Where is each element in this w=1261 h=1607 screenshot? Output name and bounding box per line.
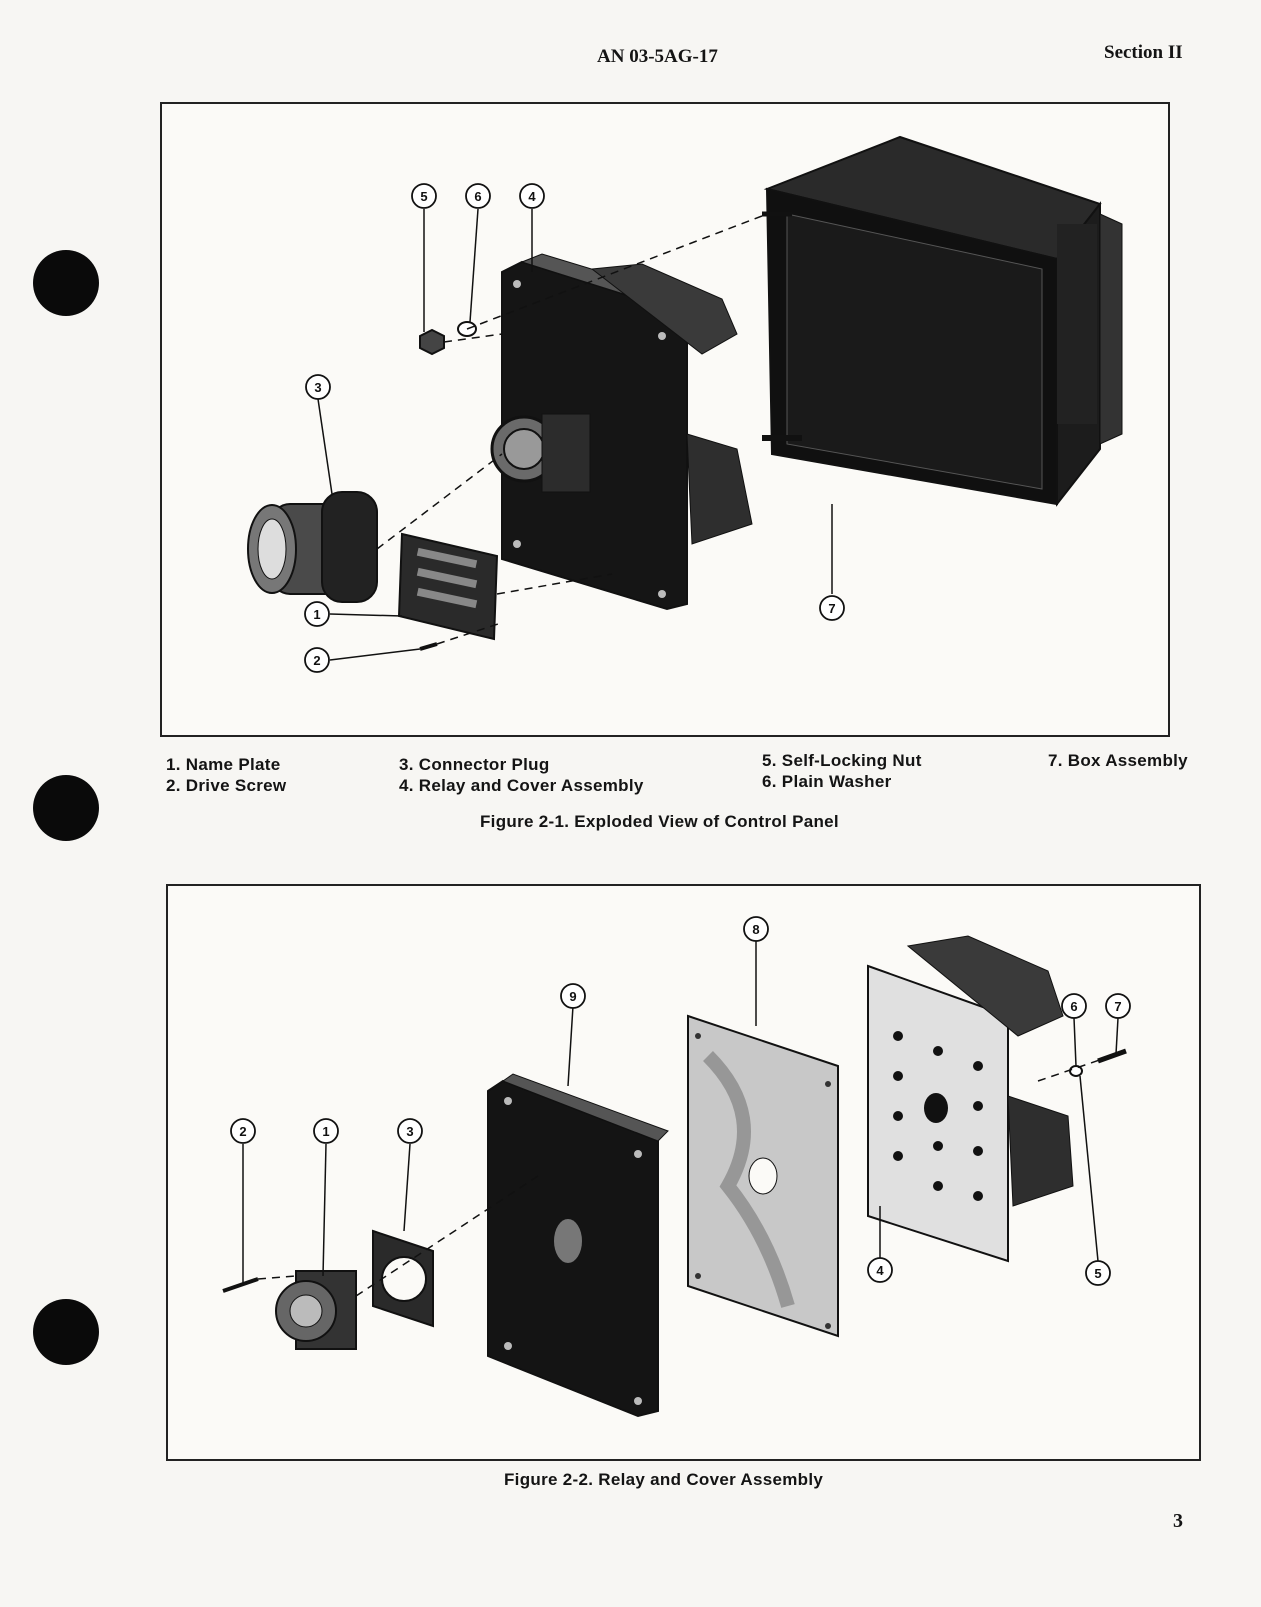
legend-item-7: 7. Box Assembly	[1048, 751, 1188, 770]
fig2-callout-9-label: 9	[569, 989, 576, 1004]
figure-2-2-frame: 2 1 3 9 8 4 6 7 5	[166, 884, 1201, 1461]
callout-6	[465, 183, 491, 209]
document-number: AN 03-5AG-17	[597, 46, 718, 67]
punch-hole-bottom	[33, 1299, 99, 1365]
callout-7	[819, 595, 845, 621]
box-assembly-drawing	[762, 135, 1123, 507]
callout-3	[305, 374, 331, 400]
receptacle-drawing	[275, 1270, 357, 1350]
fig2-callout-8-label: 8	[752, 922, 759, 937]
screw-drawing	[222, 1277, 259, 1293]
drive-screw-drawing	[419, 642, 438, 651]
fig2-callout-3-label: 3	[406, 1124, 413, 1139]
callout-7-label: 7	[828, 601, 835, 616]
callout-3-label: 3	[314, 380, 321, 395]
fig2-callout-1-label: 1	[322, 1124, 329, 1139]
square-gasket-drawing	[372, 1229, 434, 1328]
legend-item-3: 3. Connector Plug	[399, 755, 550, 774]
callout-6-label: 6	[474, 189, 481, 204]
callout-5	[1085, 1260, 1111, 1286]
punch-hole-middle	[33, 775, 99, 841]
connector-plug-drawing	[247, 491, 378, 603]
callout-2	[230, 1118, 256, 1144]
figure-2-2-illustration: 2 1 3 9 8 4 6 7 5	[222, 916, 1131, 1418]
callout-4-label: 4	[528, 189, 536, 204]
legend-item-1: 1. Name Plate	[166, 755, 281, 774]
relay-cover-drawing	[490, 253, 753, 611]
figure-2-1-caption: Figure 2-1. Exploded View of Control Pan…	[480, 812, 839, 831]
legend-item-6: 6. Plain Washer	[762, 772, 892, 791]
callout-1	[304, 601, 330, 627]
callout-markers-2	[230, 916, 1131, 1286]
fig2-callout-6-label: 6	[1070, 999, 1077, 1014]
fig2-callout-4-label: 4	[876, 1263, 884, 1278]
gasket-drawing	[687, 1014, 839, 1338]
section-label: Section II	[1104, 42, 1183, 63]
name-plate-drawing	[397, 532, 499, 641]
callout-7	[1105, 993, 1131, 1019]
callout-2	[304, 647, 330, 673]
washer-drawing	[1069, 1065, 1083, 1077]
callout-4	[519, 183, 545, 209]
figure-2-1-illustration: 5 6 4 3 1 2 7	[247, 135, 1123, 673]
legend-item-2: 2. Drive Screw	[166, 776, 287, 795]
legend-item-4: 4. Relay and Cover Assembly	[399, 776, 644, 795]
page-number: 3	[1173, 1510, 1183, 1532]
fig2-callout-7-label: 7	[1114, 999, 1121, 1014]
callout-1-label: 1	[313, 607, 320, 622]
fig2-callout-5-label: 5	[1094, 1266, 1101, 1281]
callout-markers	[304, 183, 845, 673]
figure-2-1-frame: 5 6 4 3 1 2 7	[160, 102, 1170, 737]
callout-6	[1061, 993, 1087, 1019]
figure-2-2-caption: Figure 2-2. Relay and Cover Assembly	[504, 1470, 824, 1489]
callout-3	[397, 1118, 423, 1144]
callout-2-label: 2	[313, 653, 320, 668]
legend-item-5: 5. Self-Locking Nut	[762, 751, 922, 770]
callout-9	[560, 983, 586, 1009]
cover-drawing	[487, 1073, 669, 1418]
self-locking-nut-drawing	[419, 328, 445, 356]
callout-5	[411, 183, 437, 209]
fig2-callout-2-label: 2	[239, 1124, 246, 1139]
callout-8	[743, 916, 769, 942]
callout-5-label: 5	[420, 189, 427, 204]
callout-4	[867, 1257, 893, 1283]
callout-1	[313, 1118, 339, 1144]
punch-hole-top	[33, 250, 99, 316]
relay-plate-drawing	[867, 935, 1074, 1263]
